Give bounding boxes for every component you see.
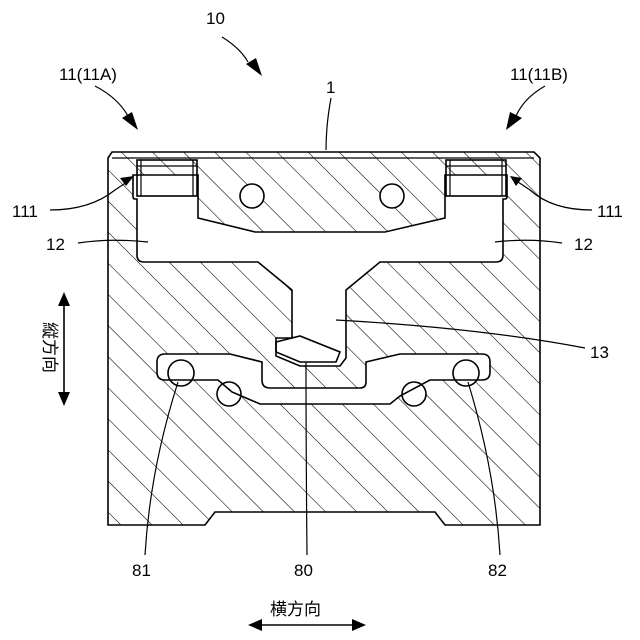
label-part-right: 11(11B)	[510, 65, 568, 84]
label-body: 1	[326, 78, 335, 97]
label-port-left: 111	[12, 202, 38, 221]
label-center-part: 80	[294, 561, 313, 580]
horizontal-direction-arrow	[248, 619, 366, 631]
label-vertical-direction: 縦方向	[39, 322, 59, 373]
label-pin-right: 82	[488, 561, 507, 580]
label-horizontal-direction: 横方向	[270, 600, 321, 620]
label-slot-left: 12	[46, 235, 65, 254]
label-port-right: 111	[597, 202, 623, 221]
label-assembly: 10	[206, 9, 225, 28]
label-channel: 13	[590, 343, 609, 362]
label-slot-right: 12	[574, 235, 593, 254]
label-part-left: 11(11A)	[59, 65, 117, 84]
body-hatching	[108, 152, 540, 525]
label-pin-left: 81	[132, 561, 151, 580]
